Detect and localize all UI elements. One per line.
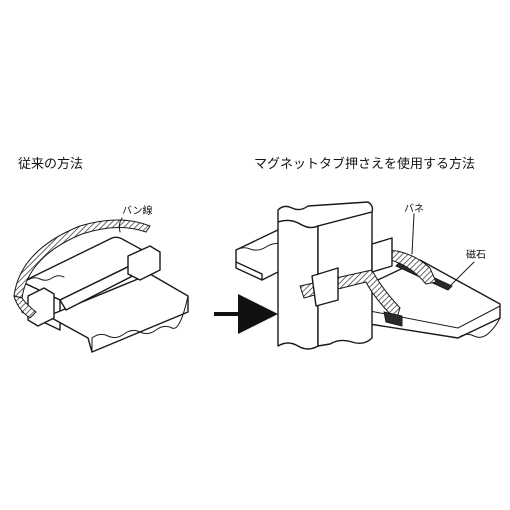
magnet-leader: [449, 261, 475, 287]
conventional-method-title: 従来の方法: [18, 156, 83, 172]
left-clip: [27, 287, 55, 327]
conventional-clamp-illustration: [13, 219, 189, 353]
magnet-clamp-illustration: [235, 201, 501, 350]
spring-label: バネ: [404, 203, 424, 215]
tab-holder: [311, 267, 339, 307]
magnet-label: 磁石: [466, 248, 486, 261]
wire-spring-label: バン線: [122, 204, 153, 217]
tab-holder-clip: [371, 237, 393, 273]
wire-spring-leader: [118, 217, 123, 233]
spring-leader: [411, 213, 415, 255]
magnet-block: [383, 311, 403, 327]
spring-wire-lower: [13, 295, 37, 319]
right-clip: [127, 245, 161, 281]
magnet-method-title: マグネットタブ押さえを使用する方法: [254, 156, 475, 172]
spring-wire: [13, 219, 151, 299]
